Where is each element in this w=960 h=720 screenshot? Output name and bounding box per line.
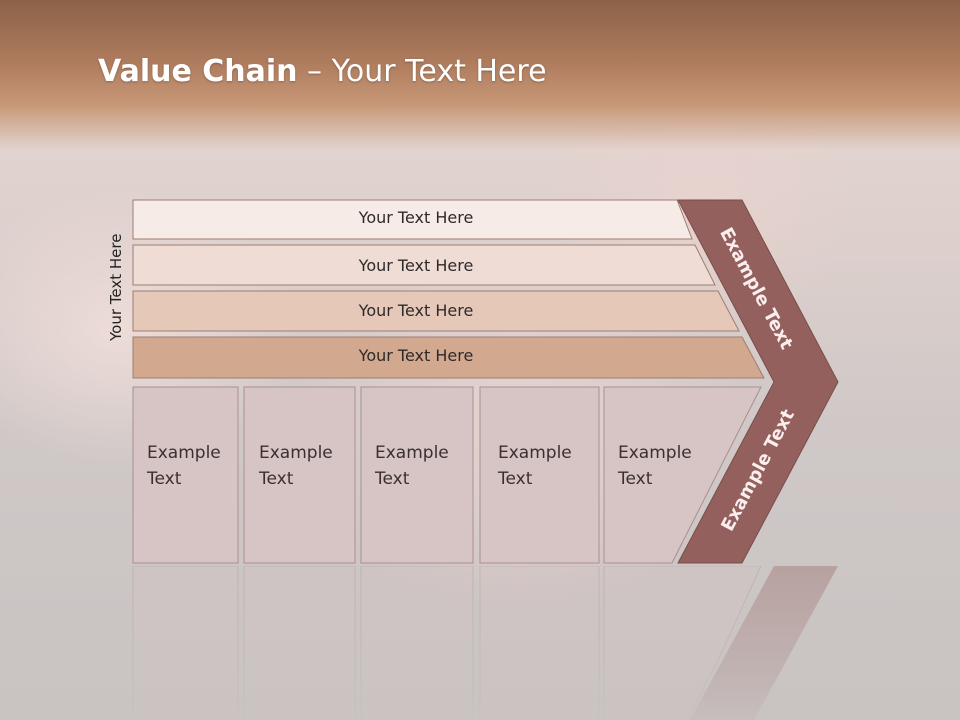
slide-title: Value Chain – Your Text Here [98,54,547,89]
row-label-4: Your Text Here [358,346,474,365]
box-4-line2: Text [498,469,533,489]
row-label-3: Your Text Here [358,301,474,320]
reflection-fade [0,566,960,720]
box-3-line2: Text [375,469,410,489]
title-bold: Value Chain [98,54,298,89]
activity-box-4 [479,386,600,564]
row-band-3 [132,290,740,332]
title-bar [0,0,960,150]
box-2-line1: Example [259,443,333,463]
title-rest: – Your Text Here [297,54,547,89]
activity-box-5 [603,386,762,564]
row-band-2 [132,244,716,286]
box-5-line1: Example [618,443,692,463]
box-1-line1: Example [147,443,221,463]
row-band-1 [132,199,693,240]
activity-box-3 [360,386,474,564]
chevron-arrow [677,199,839,564]
activity-box-1 [132,386,239,564]
box-1-line2: Text [147,469,182,489]
box-4-line1: Example [498,443,572,463]
row-label-1: Your Text Here [358,208,474,227]
box-2-line2: Text [259,469,294,489]
box-3-line1: Example [375,443,449,463]
row-label-2: Your Text Here [358,256,474,275]
box-5-line2: Text [618,469,653,489]
activity-box-2 [243,386,356,564]
row-band-4 [132,336,765,379]
